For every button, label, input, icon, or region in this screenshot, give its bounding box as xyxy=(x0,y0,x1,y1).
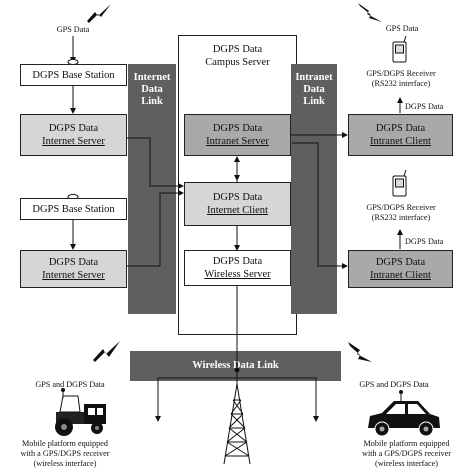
radio-tower-icon xyxy=(223,367,251,465)
dgps-intranet-client-2: DGPS Data Intranet Client xyxy=(348,250,453,288)
internet-link-line-2: Data xyxy=(141,84,163,95)
gps-data-label-right: GPS Data xyxy=(385,24,419,33)
intranet-link-line-1: Intranet xyxy=(295,72,333,83)
gps-dgps-data-left: GPS and DGPS Data xyxy=(35,380,105,389)
lightning-icon xyxy=(87,4,111,23)
internet-server-2-line2: Internet Server xyxy=(42,270,105,281)
gps-dgps-data-right: GPS and DGPS Data xyxy=(359,380,429,389)
wireless-link-label: Wireless Data Link xyxy=(192,360,279,371)
internet-client-line1: DGPS Data xyxy=(212,192,263,203)
lightning-icon xyxy=(93,341,120,362)
intranet-client-2-line1: DGPS Data xyxy=(375,257,426,268)
intranet-client-2-line2: Intranet Client xyxy=(370,270,431,281)
intranet-client-1-line2: Intranet Client xyxy=(370,136,431,147)
mobile-platform-right-1: Mobile platform equipped xyxy=(363,439,450,448)
intranet-server-line2: Intranet Server xyxy=(206,136,269,147)
receiver-2-line1: GPS/DGPS Receiver xyxy=(366,203,436,212)
receiver-2-line2: (RS232 interface) xyxy=(371,213,431,222)
handheld-receiver-icon xyxy=(392,35,407,63)
receiver-1-line2: (RS232 interface) xyxy=(371,79,431,88)
internet-client-line2: Internet Client xyxy=(207,205,268,216)
intranet-client-1-line1: DGPS Data xyxy=(375,123,426,134)
dgps-data-label-1: DGPS Data xyxy=(405,102,444,111)
dgps-internet-server-2: DGPS Data Internet Server xyxy=(20,250,127,288)
internet-server-1-line2: Internet Server xyxy=(42,136,105,147)
wireless-server-line1: DGPS Data xyxy=(212,256,263,267)
gps-data-label-left: GPS Data xyxy=(56,25,90,34)
lightning-icon xyxy=(358,3,382,22)
internet-data-link-band: Internet Data Link xyxy=(128,64,176,314)
intranet-data-link-band: Intranet Data Link xyxy=(291,64,337,314)
dgps-intranet-server: DGPS Data Intranet Server xyxy=(184,114,291,156)
receiver-1-line1: GPS/DGPS Receiver xyxy=(366,69,436,78)
mobile-platform-right-2: with a GPS/DGPS receiver xyxy=(362,449,451,458)
campus-server-title-2: Campus Server xyxy=(205,57,270,68)
campus-server-title-1: DGPS Data xyxy=(212,44,263,55)
intranet-server-line1: DGPS Data xyxy=(212,123,263,134)
internet-link-line-3: Link xyxy=(141,96,163,107)
mobile-platform-left-2: with a GPS/DGPS receiver xyxy=(20,449,110,458)
car-icon xyxy=(368,390,440,437)
handheld-receiver-icon xyxy=(392,169,407,197)
internet-link-line-1: Internet xyxy=(133,72,171,83)
dgps-base-station-1: DGPS Base Station xyxy=(20,64,127,86)
internet-server-2-line1: DGPS Data xyxy=(48,257,99,268)
mobile-platform-right-3: (wireless interface) xyxy=(375,459,438,468)
tractor-icon xyxy=(55,388,106,436)
internet-server-1-line1: DGPS Data xyxy=(48,123,99,134)
dgps-internet-server-1: DGPS Data Internet Server xyxy=(20,114,127,156)
dgps-intranet-client-1: DGPS Data Intranet Client xyxy=(348,114,453,156)
wireless-data-link-band: Wireless Data Link xyxy=(130,351,341,381)
mobile-platform-left-3: (wireless interface) xyxy=(33,459,97,468)
mobile-platform-left-1: Mobile platform equipped xyxy=(22,439,108,448)
dgps-data-label-2: DGPS Data xyxy=(405,237,444,246)
dgps-internet-client: DGPS Data Internet Client xyxy=(184,182,291,226)
dgps-base-station-2: DGPS Base Station xyxy=(20,198,127,220)
dgps-wireless-server: DGPS Data Wireless Server xyxy=(184,250,291,286)
intranet-link-line-2: Data xyxy=(303,84,325,95)
base-station-2-label: DGPS Base Station xyxy=(32,203,115,215)
lightning-icon xyxy=(348,342,372,362)
base-station-1-label: DGPS Base Station xyxy=(32,69,115,81)
intranet-link-line-3: Link xyxy=(303,96,325,107)
wireless-server-line2: Wireless Server xyxy=(204,269,271,280)
